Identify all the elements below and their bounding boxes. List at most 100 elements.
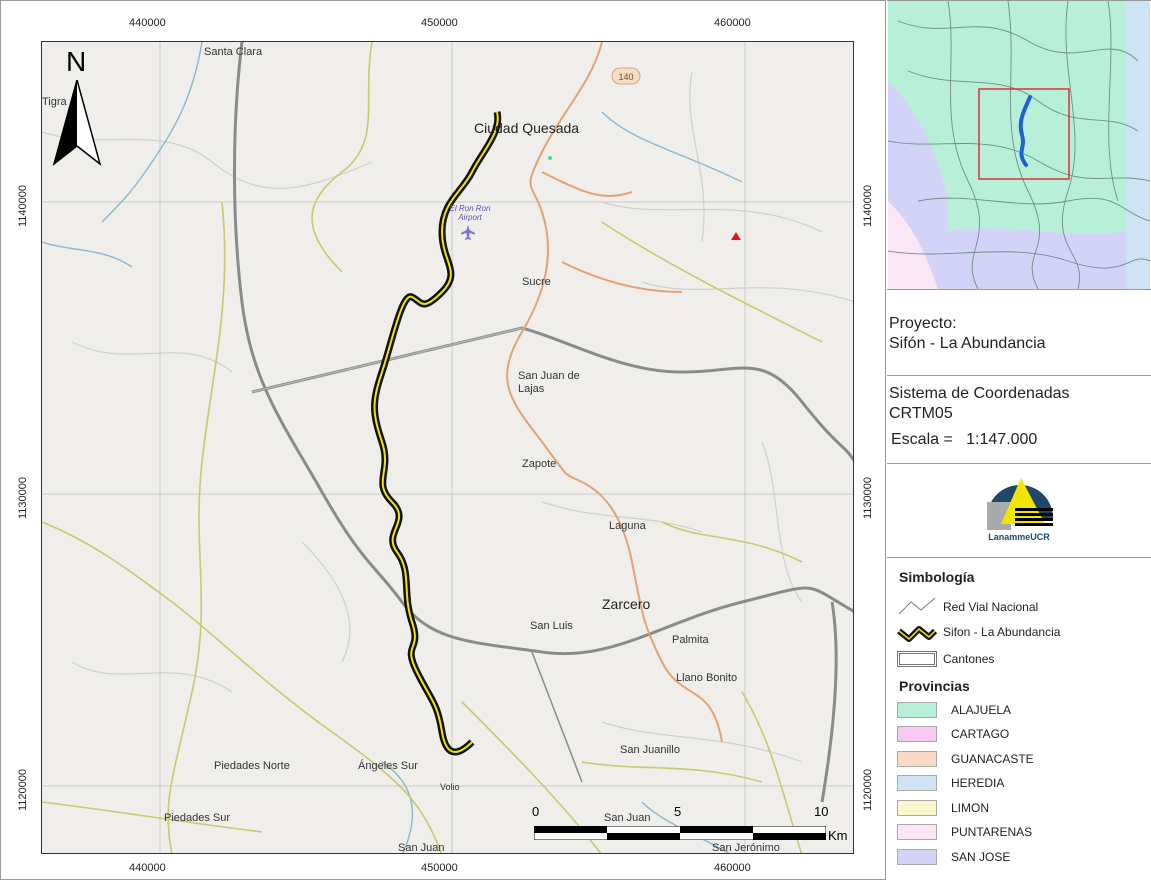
place-label: Piedades Norte — [214, 760, 290, 772]
place-label: Volio — [440, 782, 460, 792]
scale-label-10: 10 — [814, 804, 829, 819]
map-svg: 140 — [42, 42, 853, 853]
province-swatch — [897, 775, 937, 791]
place-label: San Juan — [604, 812, 651, 824]
place-label: Palmita — [672, 634, 709, 646]
provinces-title: Provincias — [899, 678, 970, 694]
legend-label: Sifon - La Abundancia — [943, 625, 1061, 639]
province-label: CARTAGO — [951, 727, 1010, 741]
map-scale-text: Escala = 1:147.000 — [891, 431, 1038, 448]
legend-item-route: Sifon - La Abundancia — [897, 621, 1060, 643]
place-label: Ángeles Sur — [358, 760, 418, 772]
province-item: GUANACASTE — [897, 748, 1034, 770]
scale-unit: Km — [828, 828, 848, 843]
grid-lines — [42, 42, 853, 853]
province-swatch — [897, 702, 937, 718]
project-name: Sifón - La Abundancia — [889, 335, 1046, 352]
scale-label-5: 5 — [674, 804, 682, 819]
place-label: San Luis — [530, 620, 573, 632]
logo-panel: LanammeUCR — [887, 464, 1151, 558]
overview-inset-map — [888, 1, 1150, 289]
route-140-shield: 140 — [611, 67, 641, 85]
peak-marker-icon — [731, 232, 741, 240]
place-label: Zarcero — [602, 596, 651, 612]
legend-item-red-vial: Red Vial Nacional — [897, 596, 1038, 618]
legend-label: Red Vial Nacional — [943, 600, 1039, 614]
province-item: ALAJUELA — [897, 699, 1011, 721]
x-tick-label-bottom: 460000 — [714, 862, 751, 874]
place-label: San Juanillo — [620, 744, 680, 756]
legend-panel: Simbología Red Vial Nacional Sifon - La … — [887, 558, 1151, 880]
x-tick-label-bottom: 450000 — [421, 862, 458, 874]
north-arrow: N — [52, 46, 102, 166]
place-label: Sucre — [522, 276, 551, 288]
project-label: Proyecto: — [889, 315, 957, 332]
province-label: ALAJUELA — [951, 703, 1012, 717]
province-label: HEREDIA — [951, 776, 1005, 790]
scale-label-0: 0 — [532, 804, 540, 819]
road-line-icon — [898, 597, 936, 615]
scale-bar-graphic — [534, 826, 826, 840]
project-panel: Proyecto: Sifón - La Abundancia — [887, 290, 1151, 376]
north-label: N — [66, 46, 87, 77]
province-item: LIMON — [897, 797, 989, 819]
province-label: LIMON — [951, 801, 990, 815]
x-tick-label-top: 450000 — [421, 17, 458, 29]
canton-boundary-icon — [897, 651, 937, 667]
coord-system-name: CRTM05 — [889, 405, 953, 422]
y-tick-label-left: 1140000 — [17, 184, 29, 227]
route-line-icon — [897, 626, 937, 642]
place-label: Laguna — [609, 520, 646, 532]
x-tick-label-top: 460000 — [714, 17, 751, 29]
national-roads — [506, 42, 723, 743]
map-sidebar: Proyecto: Sifón - La Abundancia Sistema … — [887, 0, 1151, 880]
province-label: SAN JOSE — [951, 850, 1011, 864]
map-frame: 440000 450000 460000 440000 450000 46000… — [0, 0, 886, 880]
airport-plane-icon — [461, 225, 475, 240]
secondary-roads — [42, 42, 823, 853]
project-route — [371, 111, 502, 756]
place-label: Santa Clara — [204, 46, 263, 58]
legend-item-cantones: Cantones — [897, 648, 994, 670]
province-label: GUANACASTE — [951, 752, 1034, 766]
coordinates-panel: Sistema de Coordenadas CRTM05 Escala = 1… — [887, 376, 1151, 464]
y-tick-label-right: 1140000 — [862, 184, 874, 227]
admin-line — [531, 651, 583, 783]
y-tick-label-left: 1130000 — [17, 476, 29, 519]
place-label: San Juan — [398, 842, 445, 854]
y-tick-label-left: 1120000 — [17, 768, 29, 811]
coord-system-label: Sistema de Coordenadas — [889, 385, 1070, 402]
local-roads — [42, 71, 853, 763]
scale-bar: 0 5 10 Km — [530, 804, 852, 850]
x-tick-label-top: 440000 — [129, 17, 166, 29]
airport-label: El Ron Ron Airport — [449, 204, 491, 222]
place-label: San Juan de Lajas — [518, 370, 580, 395]
canton-boundaries — [233, 42, 853, 803]
province-item: PUNTARENAS — [897, 821, 1032, 843]
north-arrow-icon — [52, 80, 102, 166]
place-label: San Jerónimo — [712, 842, 780, 854]
y-tick-label-right: 1120000 — [862, 768, 874, 811]
place-label: Zapote — [522, 458, 557, 470]
logo-text: LanammeUCR — [988, 532, 1050, 542]
province-item: HEREDIA — [897, 772, 1004, 794]
svg-text:140: 140 — [618, 72, 633, 82]
overview-inset-panel — [887, 0, 1151, 290]
x-tick-label-bottom: 440000 — [129, 862, 166, 874]
place-label: Tigra — [42, 96, 67, 108]
province-swatch — [897, 824, 937, 840]
lanamme-logo-icon — [987, 478, 1053, 530]
place-label: Llano Bonito — [676, 672, 738, 684]
y-tick-label-right: 1130000 — [862, 476, 874, 519]
province-label: PUNTARENAS — [951, 825, 1033, 839]
province-item: CARTAGO — [897, 723, 1009, 745]
poi-dot-icon — [548, 156, 552, 160]
province-item: SAN JOSE — [897, 846, 1010, 868]
legend-title: Simbología — [899, 569, 975, 585]
place-label: Ciudad Quesada — [474, 120, 580, 136]
province-swatch — [897, 849, 937, 865]
province-swatch — [897, 726, 937, 742]
place-label: Piedades Sur — [164, 812, 231, 824]
map-canvas[interactable]: 140 El Ron Ron Airport Santa Clara Tigra… — [41, 41, 854, 854]
legend-label: Cantones — [943, 652, 995, 666]
